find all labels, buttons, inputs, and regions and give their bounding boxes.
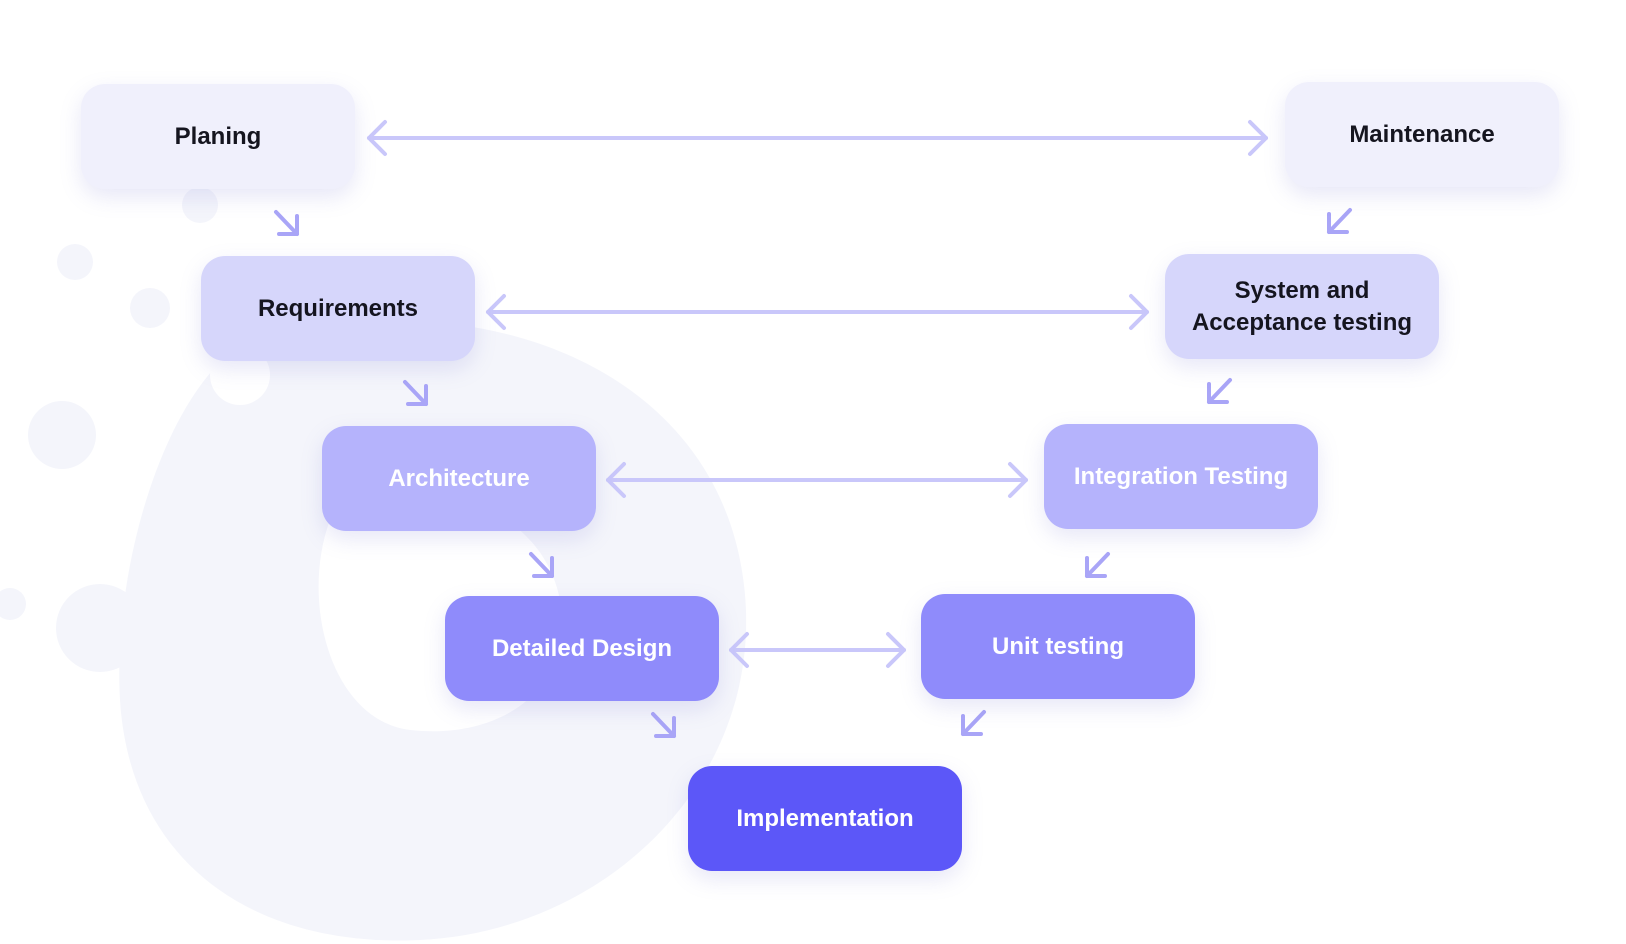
node-label: Maintenance bbox=[1349, 120, 1495, 148]
arrow-down-left-icon bbox=[1327, 208, 1352, 234]
arrow-down-right-icon bbox=[651, 712, 676, 738]
arrow-down-right-icon bbox=[529, 552, 554, 578]
node-unit-testing: Unit testing bbox=[921, 594, 1195, 699]
node-label: System and Acceptance testing bbox=[1191, 277, 1413, 336]
node-detailed-design: Detailed Design bbox=[445, 596, 719, 701]
link-detailed-design-unit-testing bbox=[729, 632, 906, 668]
node-label: Unit testing bbox=[992, 632, 1124, 660]
link-architecture-integration bbox=[606, 462, 1028, 498]
node-label: Detailed Design bbox=[491, 634, 673, 662]
node-integration-testing: Integration Testing bbox=[1044, 424, 1318, 529]
arrow-down-right-icon bbox=[274, 210, 299, 236]
node-requirements: Requirements bbox=[201, 256, 475, 361]
node-system-acceptance-testing: System and Acceptance testing bbox=[1165, 254, 1439, 359]
node-architecture: Architecture bbox=[322, 426, 596, 531]
arrow-down-right-icon bbox=[403, 380, 428, 406]
arrow-down-left-icon bbox=[1085, 552, 1110, 578]
node-planing: Planing bbox=[81, 84, 355, 189]
node-label: Architecture bbox=[388, 464, 530, 492]
node-implementation: Implementation bbox=[688, 766, 962, 871]
node-label: Planing bbox=[174, 122, 262, 150]
node-label: Implementation bbox=[736, 804, 914, 832]
bidirectional-links bbox=[367, 120, 1268, 668]
arrow-down-left-icon bbox=[1207, 378, 1232, 404]
link-requirements-system-acceptance bbox=[486, 294, 1149, 330]
node-maintenance: Maintenance bbox=[1285, 82, 1559, 187]
link-planing-maintenance bbox=[367, 120, 1268, 156]
arrow-down-left-icon bbox=[961, 710, 986, 736]
flow-arrows bbox=[274, 208, 1352, 738]
node-label: Requirements bbox=[257, 294, 419, 322]
node-label: Integration Testing bbox=[1073, 462, 1289, 490]
